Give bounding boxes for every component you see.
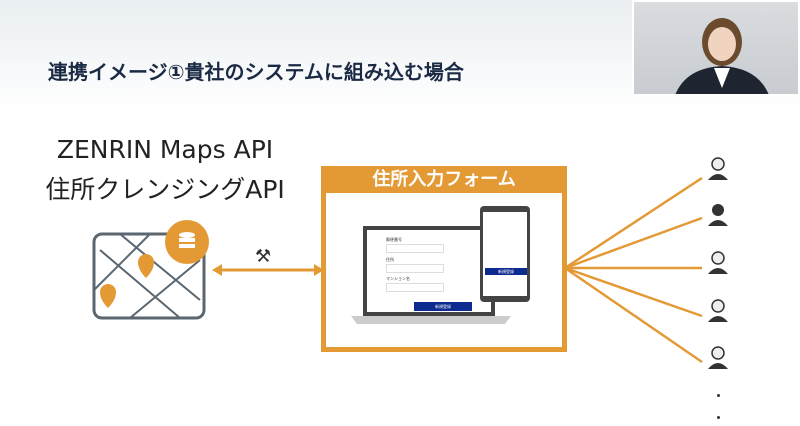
presenter-icon: [675, 18, 769, 94]
tools-icon: ⚒: [255, 246, 271, 267]
person-icon: [708, 346, 728, 369]
webcam-presenter: [632, 0, 800, 96]
person-icon: [708, 251, 728, 274]
postal-input[interactable]: [386, 244, 444, 253]
address-input[interactable]: [386, 264, 444, 273]
person-icon: [708, 204, 728, 226]
ellipsis-dot: [717, 416, 720, 419]
mobile-submit-button[interactable]: 新規登録: [485, 268, 527, 275]
api-name: ZENRIN Maps API: [56, 135, 274, 164]
submit-button[interactable]: 新規登録: [414, 302, 472, 311]
person-icon: [708, 157, 728, 180]
building-label: マンション名: [386, 276, 410, 281]
bidirectional-arrow: ⚒: [212, 246, 324, 276]
building-input[interactable]: [386, 283, 444, 292]
ellipsis-dot: [717, 394, 720, 397]
address-form-box: 住所入力フォーム: [321, 166, 567, 352]
form-box-title: 住所入力フォーム: [321, 166, 567, 193]
connection-lines: [564, 176, 703, 364]
map-icon: [92, 220, 209, 320]
slide-title: 連携イメージ①貴社のシステムに組み込む場合: [48, 60, 464, 84]
person-icon: [708, 299, 728, 322]
postal-label: 郵便番号: [386, 237, 402, 242]
api-subname: 住所クレンジングAPI: [45, 175, 285, 204]
address-label: 住所: [386, 257, 394, 262]
